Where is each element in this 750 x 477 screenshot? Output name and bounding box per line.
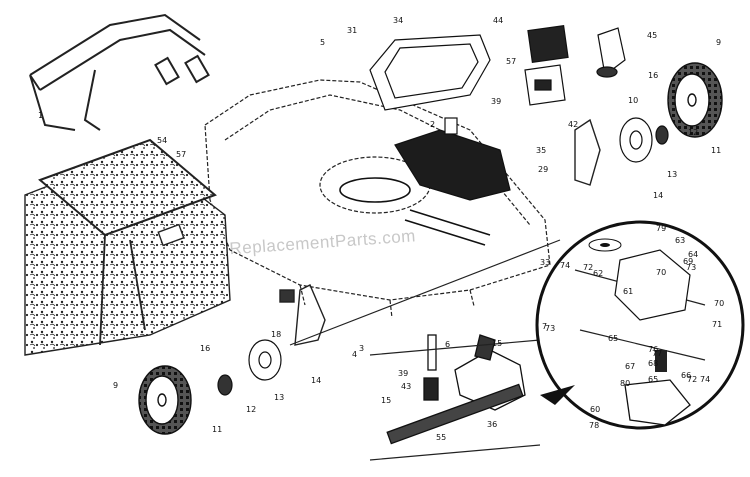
top-cover-parts — [369, 24, 626, 111]
callout-79: 79 — [656, 224, 666, 233]
callout-65: 65 — [608, 334, 618, 343]
callout-11: 11 — [711, 146, 721, 155]
transmission-detail-inset — [535, 220, 745, 430]
callout-62: 62 — [593, 269, 603, 278]
callout-13: 13 — [274, 393, 284, 402]
callout-29: 29 — [538, 165, 548, 174]
callout-layer: 1234567991011111212131314141515161618293… — [38, 16, 724, 442]
callout-67: 67 — [625, 362, 635, 371]
callout-61: 61 — [623, 287, 633, 296]
handle-assembly — [29, 13, 210, 131]
callout-31: 31 — [347, 26, 357, 35]
callout-44: 44 — [493, 16, 503, 25]
height-adjuster-rear — [574, 118, 601, 186]
drive-gear-parts — [217, 117, 669, 396]
callout-66: 66 — [681, 371, 691, 380]
callout-9: 9 — [113, 381, 118, 390]
callout-70: 70 — [714, 299, 724, 308]
callout-15: 15 — [492, 339, 502, 348]
callout-12: 12 — [688, 128, 698, 137]
callout-13: 13 — [667, 170, 677, 179]
callout-74: 74 — [700, 375, 710, 384]
callout-7: 7 — [542, 322, 547, 331]
callout-10: 10 — [628, 96, 638, 105]
callout-35: 35 — [536, 146, 546, 155]
front-left-wheel — [138, 365, 192, 435]
callout-11: 11 — [212, 425, 222, 434]
callout-1: 1 — [38, 111, 43, 120]
watermark-text: eReplacementParts.com — [219, 226, 416, 259]
callout-60: 60 — [590, 405, 600, 414]
callout-63: 63 — [675, 236, 685, 245]
callout-70: 70 — [656, 268, 666, 277]
callout-5: 5 — [320, 38, 325, 47]
engine-shroud — [394, 117, 511, 201]
callout-74: 74 — [560, 261, 570, 270]
callout-14: 14 — [653, 191, 663, 200]
callout-72: 72 — [583, 263, 593, 272]
callout-6: 6 — [445, 340, 450, 349]
callout-76: 76 — [648, 345, 658, 354]
callout-15: 15 — [381, 396, 391, 405]
callout-16: 16 — [648, 71, 658, 80]
callout-73: 73 — [686, 263, 696, 272]
rear-right-wheel — [667, 62, 723, 138]
callout-43: 43 — [401, 382, 411, 391]
callout-3: 3 — [359, 344, 364, 353]
callout-18: 18 — [271, 330, 281, 339]
callout-71: 71 — [712, 320, 722, 329]
callout-12: 12 — [246, 405, 256, 414]
callout-78: 78 — [589, 421, 599, 430]
transmission — [386, 334, 526, 445]
callout-16: 16 — [200, 344, 210, 353]
callout-73: 73 — [545, 324, 555, 333]
callout-69: 69 — [683, 257, 693, 266]
callout-80: 80 — [620, 379, 630, 388]
callout-68: 68 — [648, 359, 658, 368]
callout-14: 14 — [311, 376, 321, 385]
grass-bag — [24, 138, 231, 356]
callout-34: 34 — [393, 16, 403, 25]
callout-42: 42 — [568, 120, 578, 129]
callout-57: 57 — [506, 57, 516, 66]
callout-57: 57 — [176, 150, 186, 159]
callout-39: 39 — [398, 369, 408, 378]
callout-33: 33 — [540, 258, 550, 267]
callout-4: 4 — [352, 350, 357, 359]
callout-36: 36 — [487, 420, 497, 429]
drive-belt — [339, 177, 491, 246]
callout-72: 72 — [687, 375, 697, 384]
mower-deck — [204, 79, 551, 319]
callout-65: 65 — [648, 375, 658, 384]
callout-64: 64 — [688, 250, 698, 259]
callout-77: 77 — [652, 349, 662, 358]
callout-2: 2 — [430, 120, 435, 129]
callout-9: 9 — [716, 38, 721, 47]
callout-45: 45 — [647, 31, 657, 40]
callout-55: 55 — [436, 433, 446, 442]
height-adjuster-front — [279, 284, 326, 346]
callout-54: 54 — [157, 136, 167, 145]
callout-39: 39 — [491, 97, 501, 106]
axle-rod — [289, 239, 561, 461]
